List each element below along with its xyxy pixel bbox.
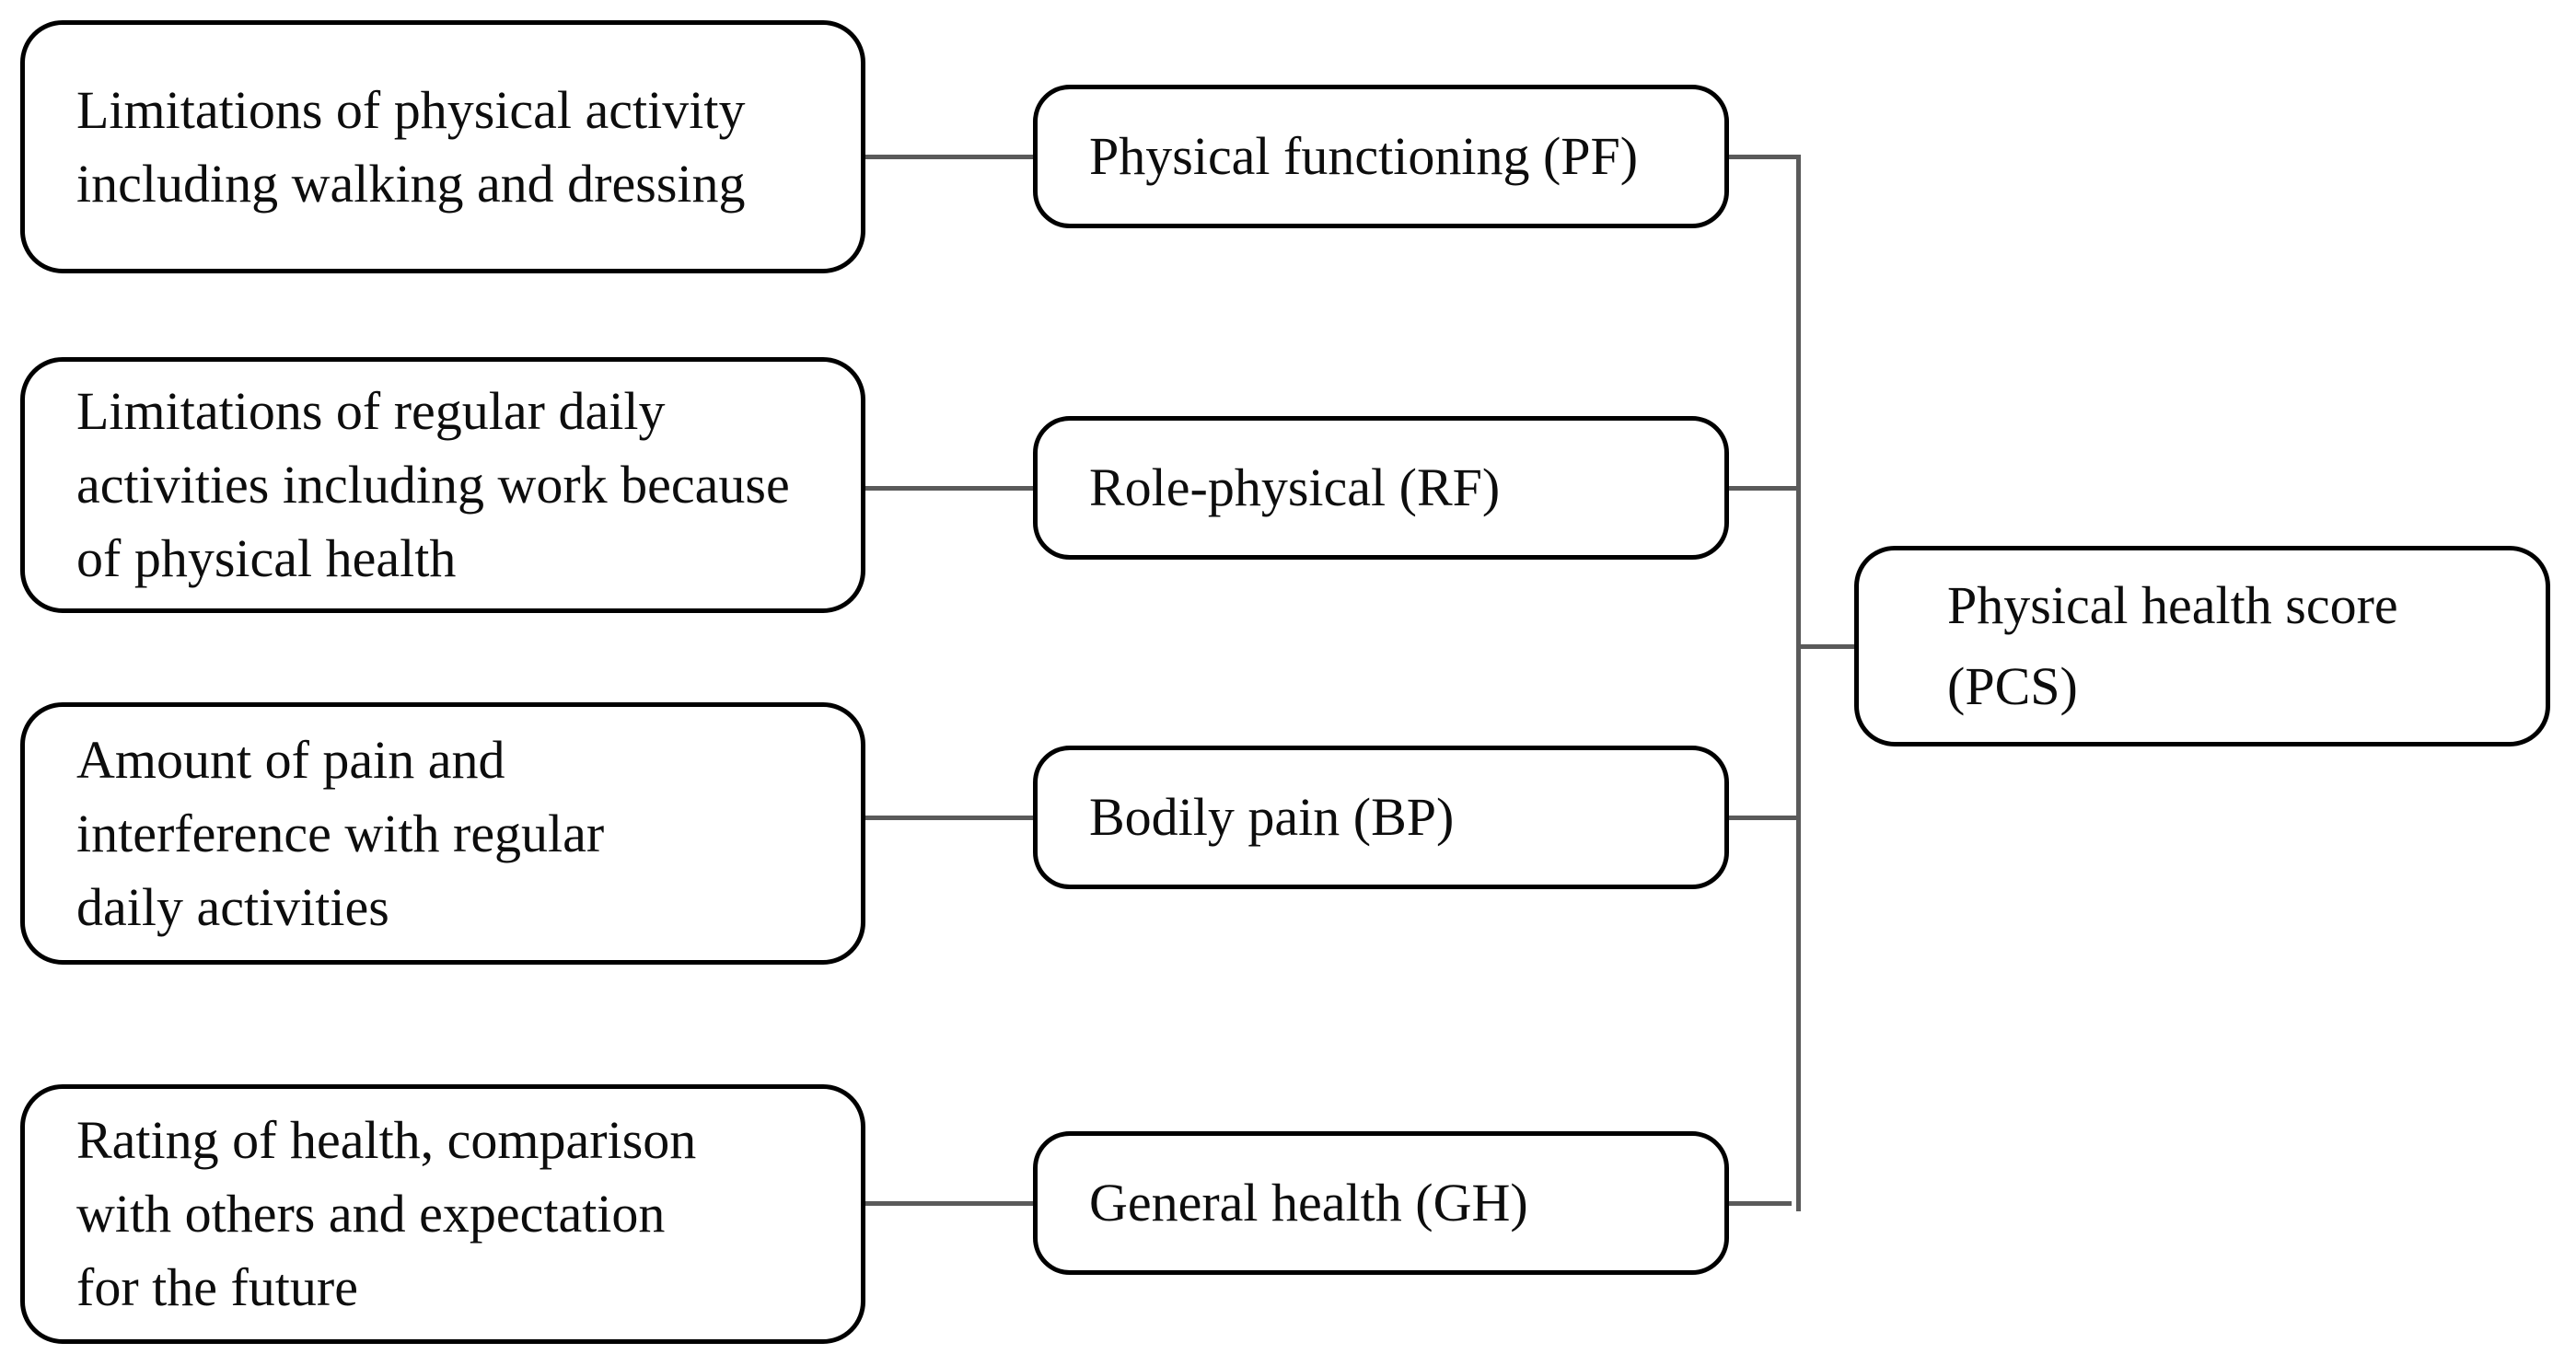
trunk-vertical-line: [1796, 155, 1801, 1211]
box-text-line: Rating of health, comparison: [76, 1110, 697, 1170]
box-label: Physical functioning (PF): [1089, 126, 1639, 186]
box-physical-health-score: Physical health score (PCS): [1854, 546, 2550, 746]
connector-desc3-to-bp: [864, 816, 1035, 820]
box-label: Role-physical (RF): [1089, 457, 1501, 517]
box-text-line: for the future: [76, 1257, 358, 1317]
box-text-line: interference with regular: [76, 803, 605, 863]
connector-rf-to-trunk: [1727, 486, 1800, 491]
connector-desc4-to-gh: [864, 1201, 1033, 1206]
box-text-line: Physical health score: [1947, 575, 2398, 635]
box-text-line: daily activities: [76, 876, 389, 937]
box-physical-activity-limitations: Limitations of physical activity includi…: [20, 20, 865, 273]
connector-desc1-to-pf: [864, 155, 1035, 159]
box-physical-functioning: Physical functioning (PF): [1033, 85, 1729, 228]
box-text-line: (PCS): [1947, 656, 2078, 716]
connector-trunk-to-pcs: [1801, 644, 1854, 649]
connector-pf-to-trunk: [1727, 155, 1800, 159]
connector-bp-to-trunk: [1727, 816, 1800, 820]
box-label: General health (GH): [1089, 1173, 1528, 1232]
box-text-line: Limitations of physical activity: [76, 79, 746, 140]
box-bodily-pain: Bodily pain (BP): [1033, 746, 1729, 889]
box-daily-activity-limitations: Limitations of regular daily activities …: [20, 357, 865, 613]
box-pain-amount: Amount of pain and interference with reg…: [20, 702, 865, 965]
box-text-line: activities including work because: [76, 455, 790, 515]
connector-gh-to-trunk: [1727, 1201, 1792, 1206]
box-text-line: Limitations of regular daily: [76, 381, 666, 441]
connector-desc2-to-rf: [864, 486, 1035, 491]
box-text-line: Amount of pain and: [76, 729, 505, 790]
box-text-line: including walking and dressing: [76, 153, 746, 214]
box-role-physical: Role-physical (RF): [1033, 416, 1729, 560]
box-text-line: with others and expectation: [76, 1184, 666, 1244]
box-label: Bodily pain (BP): [1089, 787, 1455, 847]
box-general-health: General health (GH): [1033, 1131, 1729, 1275]
box-text-line: of physical health: [76, 528, 457, 588]
box-health-rating: Rating of health, comparison with others…: [20, 1084, 865, 1344]
